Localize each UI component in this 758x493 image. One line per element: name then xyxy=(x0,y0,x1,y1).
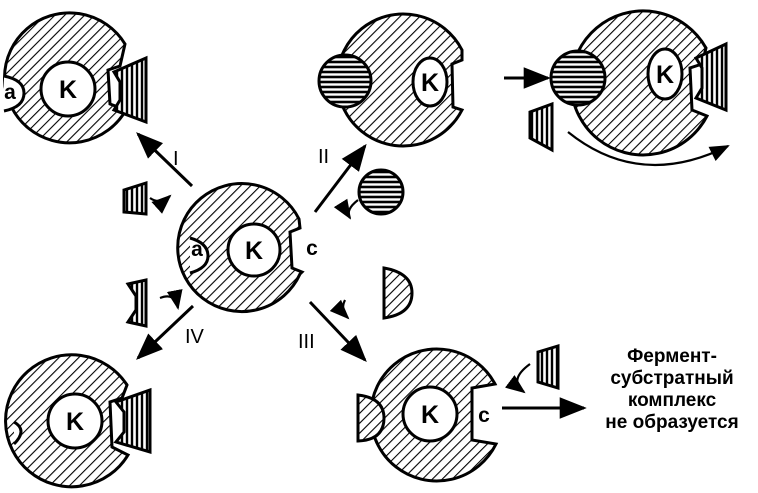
caption-line-4: не образуется xyxy=(605,412,739,433)
modified-substrate-iv xyxy=(125,278,148,328)
enzyme-variant-ii: K xyxy=(317,12,465,148)
central-enzyme: K a c xyxy=(176,182,318,314)
binding-arrow-iv xyxy=(159,289,183,310)
variant-iv-k-label: K xyxy=(66,408,84,436)
no-complex-caption: Фермент- субстратный комплекс не образуе… xyxy=(588,346,756,434)
enzyme-variant-ii-complex: K xyxy=(549,9,728,157)
bound-substrate xyxy=(111,55,148,125)
path-arrow-ii xyxy=(313,143,367,213)
binding-arrow-i xyxy=(149,194,172,214)
path-arrow-iii xyxy=(308,300,367,362)
enzyme-variant-iii: K c xyxy=(356,347,499,483)
variant-i-a-label: a xyxy=(4,81,16,104)
path-arrow-i xyxy=(136,132,194,188)
substrate-not-binding xyxy=(536,343,560,391)
displaced-substrate xyxy=(528,101,554,153)
binding-arrow-iii xyxy=(329,299,350,320)
binding-arrow-ii xyxy=(333,198,359,220)
path-arrow-iv xyxy=(136,304,195,360)
complex-k-label: K xyxy=(656,61,674,89)
label-iii: III xyxy=(298,331,315,353)
free-substrate-i xyxy=(122,180,148,216)
variant-i-k-label: K xyxy=(59,76,77,104)
free-inhibitor-iii xyxy=(382,266,414,320)
label-i: I xyxy=(173,148,179,170)
site-c-label: c xyxy=(306,237,318,260)
competitive-inhibitor-bound xyxy=(317,53,373,109)
catalytic-center-circle xyxy=(226,222,282,278)
caption-line-1: Фермент- xyxy=(627,346,717,367)
enzyme-variant-iv: K xyxy=(4,353,152,489)
label-ii: II xyxy=(318,146,329,168)
center-k-label: K xyxy=(245,237,263,265)
caption-line-2: субстратный xyxy=(610,368,734,389)
free-inhibitor-ii xyxy=(357,168,405,216)
caption-line-3: комплекс xyxy=(627,390,717,411)
variant-iii-c-label: c xyxy=(478,404,490,427)
curved-arrow-iii xyxy=(504,363,531,394)
variant-ii-k-label: K xyxy=(421,69,439,97)
enzyme-variant-i: K a xyxy=(3,11,148,145)
variant-iii-k-label: K xyxy=(421,401,439,429)
site-a-label: a xyxy=(191,238,203,261)
curved-arrow-release xyxy=(567,131,730,167)
label-iv: IV xyxy=(185,326,205,348)
